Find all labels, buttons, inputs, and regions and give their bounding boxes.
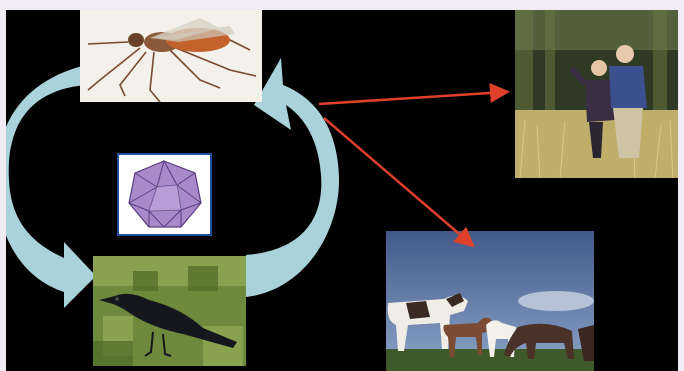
spillover-arrows — [6, 10, 678, 371]
arrow-to-humans — [319, 92, 505, 104]
arrow-to-horses — [324, 118, 471, 244]
slide-background — [6, 10, 678, 371]
